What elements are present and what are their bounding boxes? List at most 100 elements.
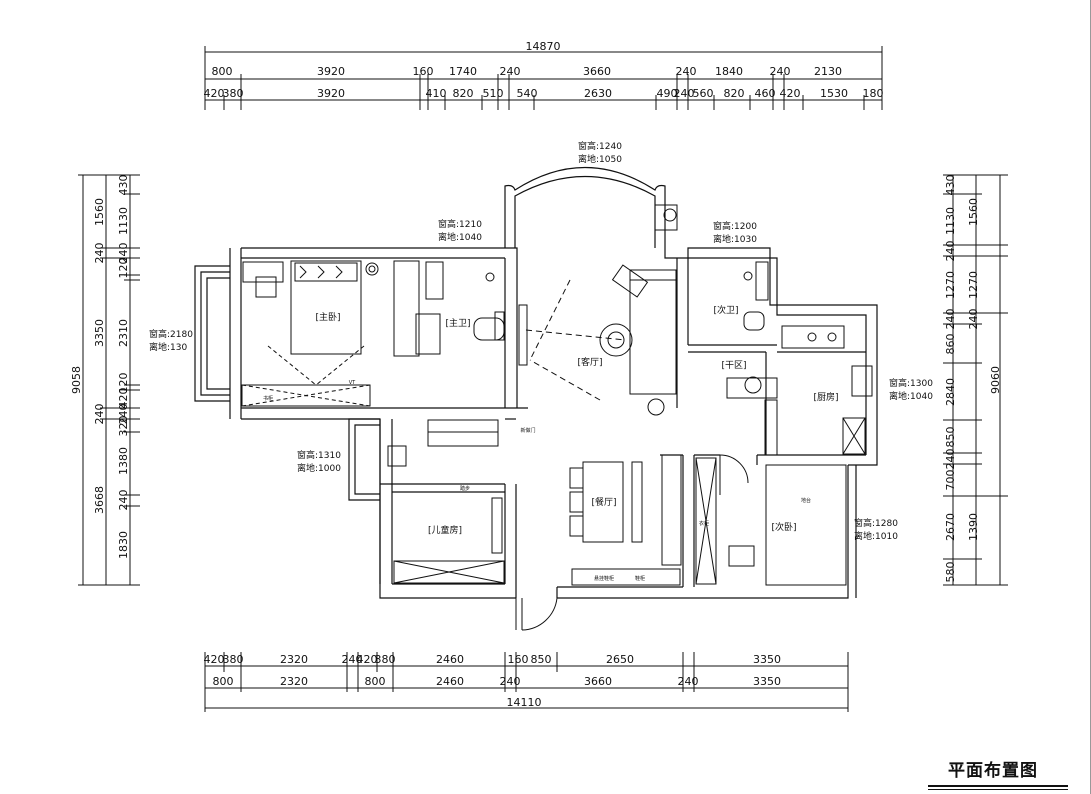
dim-top: 1840 (715, 65, 743, 78)
window-sill-note: 离地:1000 (297, 462, 341, 474)
dim-left: 3668 (93, 486, 106, 514)
dim-bottom: 2650 (606, 653, 634, 666)
dim-right: 860 (944, 334, 957, 355)
dim-right: 240 (944, 241, 957, 262)
dim-bottom: 850 (531, 653, 552, 666)
dim-left: 240 (93, 243, 106, 264)
dim-top: 3660 (583, 65, 611, 78)
drawing-title: 平面布置图 (948, 761, 1038, 781)
dim-left: 420 (117, 388, 130, 409)
dim-bottom-total: 14110 (507, 696, 542, 709)
dim-top: 1530 (820, 87, 848, 100)
dim-top: 490 (657, 87, 678, 100)
dim-left: 1380 (117, 447, 130, 475)
dim-top: 410 (426, 87, 447, 100)
dim-bottom: 3350 (753, 653, 781, 666)
dim-top: 820 (724, 87, 745, 100)
dim-right: 1130 (944, 207, 957, 235)
room-second-bath: [次卫] (713, 304, 738, 316)
dim-right: 700 (944, 470, 957, 491)
dim-right: 2840 (944, 378, 957, 406)
cabinet-label: 鞋柜 (635, 575, 645, 582)
dim-top: 160 (413, 65, 434, 78)
dim-top: 2130 (814, 65, 842, 78)
room-second-bedroom: [次卧] (771, 521, 796, 533)
dim-top: 1740 (449, 65, 477, 78)
dim-top: 820 (453, 87, 474, 100)
dim-bottom: 160 (508, 653, 529, 666)
dim-right: 430 (944, 175, 957, 196)
dim-top-total: 14870 (526, 40, 561, 53)
dim-bottom: 2460 (436, 653, 464, 666)
dim-right: 1560 (967, 198, 980, 226)
dim-left-total: 9058 (70, 366, 83, 394)
window-sill-note: 离地:1050 (578, 153, 622, 165)
dim-left: 240 (117, 243, 130, 264)
dim-bottom: 3350 (753, 675, 781, 688)
dim-right: 2670 (944, 513, 957, 541)
dim-left: 240 (117, 490, 130, 511)
door-note: 新做门 (520, 427, 535, 434)
desk-label: 地台 (801, 497, 811, 504)
dim-right: 240 (944, 449, 957, 470)
step-label: 踏步 (460, 485, 470, 492)
dim-top: 240 (674, 87, 695, 100)
dim-bottom: 240 (500, 675, 521, 688)
dim-bottom: 3660 (584, 675, 612, 688)
dim-bottom: 2460 (436, 675, 464, 688)
window-height-note: 窗高:1240 (578, 140, 622, 152)
dim-bottom: 240 (678, 675, 699, 688)
dim-left: 120 (117, 373, 130, 394)
dim-bottom: 420 (204, 653, 225, 666)
dim-bottom: 240 (342, 653, 363, 666)
window-sill-note: 离地:1030 (713, 233, 757, 245)
dim-top: 240 (676, 65, 697, 78)
dim-bottom: 800 (365, 675, 386, 688)
dim-right: 240 (944, 309, 957, 330)
dim-top: 240 (770, 65, 791, 78)
dim-left: 430 (117, 175, 130, 196)
dim-bottom: 380 (223, 653, 244, 666)
dim-top: 540 (517, 87, 538, 100)
dim-right: 580 (944, 562, 957, 583)
dim-top: 180 (863, 87, 884, 100)
dim-right: 1270 (944, 271, 957, 299)
drawing-title-block: 平面布置图 (928, 754, 1068, 790)
window-sill-note: 离地:130 (149, 341, 187, 353)
room-master-bath: [主卫] (445, 317, 470, 329)
dim-right: 240 (967, 309, 980, 330)
dim-top: 420 (780, 87, 801, 100)
dim-top: 2630 (584, 87, 612, 100)
window-height-note: 窗高:1300 (889, 377, 933, 389)
dim-left: 1830 (117, 531, 130, 559)
window-height-note: 窗高:1280 (854, 517, 898, 529)
dim-bottom: 420 (357, 653, 378, 666)
window-sill-note: 离地:1040 (889, 390, 933, 402)
title-underline (928, 785, 1068, 787)
title-underline-thin (928, 789, 1068, 790)
room-kids: [儿童房] (428, 524, 462, 536)
shoe-cabinet-label: 悬挂鞋柜 (594, 575, 614, 582)
dim-left: 240 (93, 404, 106, 425)
room-living: [客厅] (577, 356, 602, 368)
window-sill-note: 离地:1010 (854, 530, 898, 542)
wardrobe-label: 衣柜 (699, 520, 709, 527)
window-height-note: 窗高:1310 (297, 449, 341, 461)
dim-right: 850 (944, 427, 957, 448)
dim-right-total: 9060 (989, 366, 1002, 394)
dim-top: 240 (500, 65, 521, 78)
cabinet-label: 书柜 (263, 395, 273, 402)
dim-top: 420 (204, 87, 225, 100)
dim-bottom: 2320 (280, 653, 308, 666)
dim-left: 320 (117, 416, 130, 437)
dim-top: 380 (223, 87, 244, 100)
dim-top: 460 (755, 87, 776, 100)
dim-top: 3920 (317, 87, 345, 100)
dim-left: 120 (117, 258, 130, 279)
dim-right: 1270 (967, 271, 980, 299)
window-sill-note: 离地:1040 (438, 231, 482, 243)
dim-bottom: 800 (213, 675, 234, 688)
dim-bottom: 2320 (280, 675, 308, 688)
window-height-note: 窗高:2180 (149, 328, 193, 340)
